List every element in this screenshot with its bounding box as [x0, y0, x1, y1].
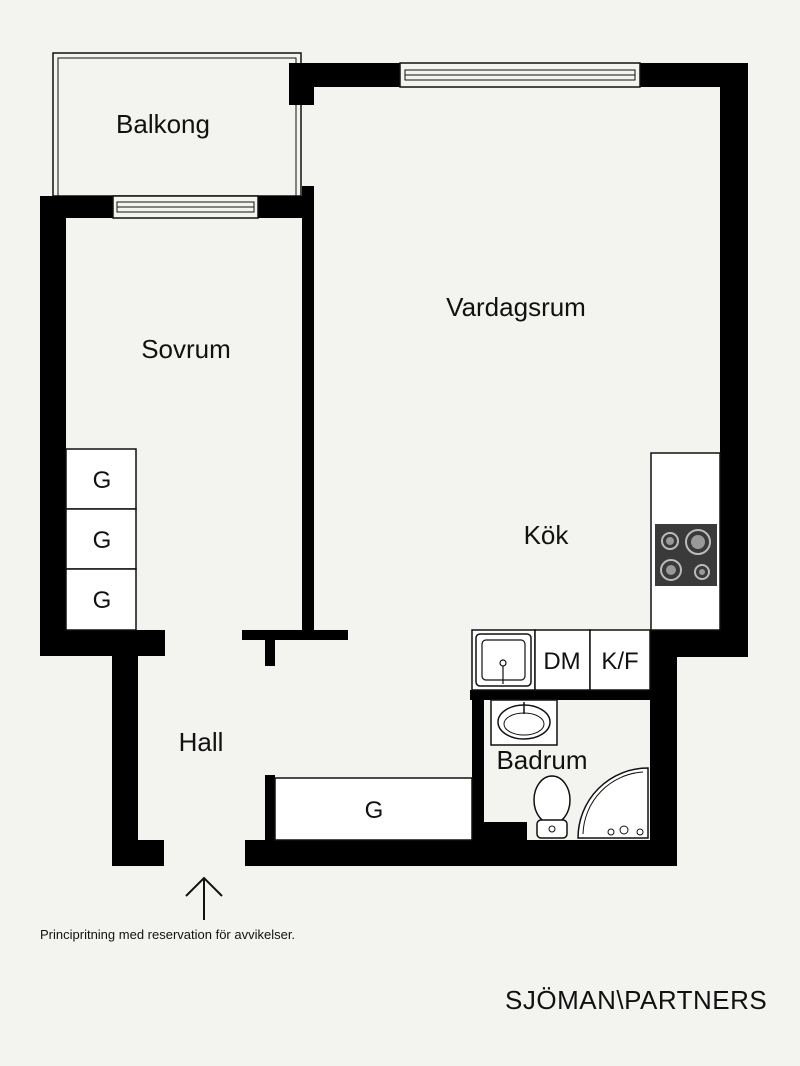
window-bedroom	[112, 195, 259, 219]
room-label-balkong: Balkong	[116, 109, 210, 139]
toilet-icon	[533, 775, 571, 839]
brand-logo: SJÖMAN\PARTNERS	[505, 985, 768, 1015]
room-label-kok: Kök	[524, 520, 570, 550]
room-label-hall: Hall	[179, 727, 224, 757]
wardrobe-label: G	[93, 467, 112, 494]
wardrobe-label: G	[93, 587, 112, 614]
wardrobe-label: G	[365, 797, 384, 824]
sink-icon	[475, 633, 532, 687]
room-label-vardagsrum: Vardagsrum	[446, 292, 586, 322]
fridge-freezer-label: K/F	[601, 648, 638, 675]
room-label-sovrum: Sovrum	[141, 334, 231, 364]
shower-icon	[577, 767, 649, 839]
entrance-arrow-icon	[185, 876, 223, 920]
room-label-badrum: Badrum	[496, 745, 587, 775]
wardrobe-label: G	[93, 527, 112, 554]
bedroom-wardrobes: G G G	[65, 448, 137, 631]
disclaimer-text: Principritning med reservation för avvik…	[40, 927, 296, 942]
hall-closet: G	[274, 777, 473, 841]
dishwasher-label: DM	[543, 648, 580, 675]
window-living	[399, 62, 641, 88]
washbasin-icon	[490, 699, 558, 746]
walls	[40, 63, 748, 866]
stove-icon	[655, 524, 717, 586]
